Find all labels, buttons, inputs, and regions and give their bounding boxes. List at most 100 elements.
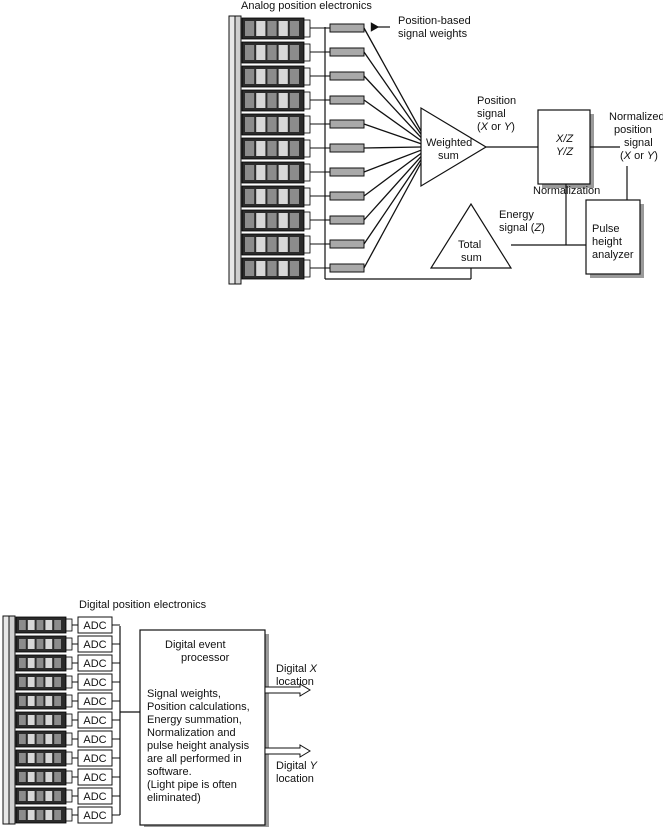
processor-title-1: Digital event bbox=[165, 639, 226, 651]
pha-label-3: analyzer bbox=[592, 249, 634, 261]
weight-resistor bbox=[329, 143, 365, 153]
photomultiplier-tube-icon bbox=[241, 209, 311, 232]
processor-text-line: pulse height analysis bbox=[147, 740, 250, 752]
fan-in-line bbox=[363, 51, 422, 135]
photomultiplier-tube-icon bbox=[241, 257, 311, 280]
total-sum-label-2: sum bbox=[461, 252, 482, 264]
photomultiplier-tube-icon bbox=[15, 673, 73, 691]
processor-text-line: Position calculations, bbox=[147, 701, 250, 713]
weight-resistor bbox=[329, 191, 365, 201]
analog-section: Analog position electronics Position-bas… bbox=[228, 0, 663, 285]
ratio-box bbox=[537, 109, 591, 185]
adc-label: ADC bbox=[83, 734, 106, 746]
photomultiplier-tube-icon bbox=[241, 89, 311, 112]
pulse-height-analyzer-box bbox=[585, 199, 641, 275]
signal-weight-resistors bbox=[310, 23, 365, 273]
analog-title: Analog position electronics bbox=[241, 0, 372, 12]
fan-in-line bbox=[363, 75, 422, 138]
processor-text-line: eliminated) bbox=[147, 792, 201, 804]
photomultiplier-tube-icon bbox=[241, 65, 311, 88]
weighted-sum-amplifier bbox=[420, 106, 488, 188]
digital-y-label-2: location bbox=[276, 773, 314, 785]
adc-label: ADC bbox=[83, 696, 106, 708]
weighted-sum-label-2: sum bbox=[438, 150, 459, 162]
ratio-yz: Y/Z bbox=[556, 146, 574, 158]
normalized-label-3: signal bbox=[624, 137, 653, 149]
position-signal-label-1: Position bbox=[477, 95, 516, 107]
photomultiplier-tube-icon bbox=[241, 161, 311, 184]
total-sum-label-1: Total bbox=[458, 239, 481, 251]
digital-y-arrow-icon bbox=[264, 744, 311, 758]
weight-resistor bbox=[329, 239, 365, 249]
analog-crystal bbox=[228, 15, 236, 285]
processor-title-2: processor bbox=[181, 652, 230, 664]
weight-resistor bbox=[329, 215, 365, 225]
adc-label: ADC bbox=[83, 791, 106, 803]
photomultiplier-tube-icon bbox=[241, 185, 311, 208]
weight-resistor bbox=[329, 263, 365, 273]
weight-resistor bbox=[329, 95, 365, 105]
photomultiplier-tube-icon bbox=[15, 749, 73, 767]
processor-text-line: Signal weights, bbox=[147, 688, 221, 700]
weight-resistor bbox=[329, 167, 365, 177]
weights-label-line2: signal weights bbox=[398, 28, 468, 40]
fan-in-line bbox=[363, 146, 422, 149]
digital-x-label-2: location bbox=[276, 676, 314, 688]
adc-label: ADC bbox=[83, 810, 106, 822]
adc-label: ADC bbox=[83, 639, 106, 651]
photomultiplier-tube-icon bbox=[241, 137, 311, 160]
adc-label: ADC bbox=[83, 658, 106, 670]
weights-label-line1: Position-based bbox=[398, 15, 471, 27]
fan-in-line bbox=[363, 156, 422, 221]
photomultiplier-tube-icon bbox=[15, 730, 73, 748]
position-signal-label-2: signal bbox=[477, 108, 506, 120]
digital-x-arrow-icon bbox=[264, 683, 311, 697]
photomultiplier-tube-icon bbox=[241, 113, 311, 136]
digital-pmt-array bbox=[15, 616, 73, 824]
photomultiplier-tube-icon bbox=[15, 711, 73, 729]
digital-title: Digital position electronics bbox=[79, 599, 207, 611]
weight-resistor bbox=[329, 23, 365, 33]
photomultiplier-tube-icon bbox=[15, 768, 73, 786]
digital-light-guide bbox=[8, 615, 16, 825]
processor-text-line: Normalization and bbox=[147, 727, 236, 739]
energy-label-2: signal (Z) bbox=[499, 222, 545, 234]
normalized-label-1: Normalized bbox=[609, 111, 663, 123]
photomultiplier-tube-icon bbox=[241, 233, 311, 256]
photomultiplier-tube-icon bbox=[15, 616, 73, 634]
fan-in-line bbox=[363, 162, 422, 269]
weighted-fan-in-lines bbox=[325, 27, 422, 269]
pha-label-1: Pulse bbox=[592, 223, 620, 235]
fan-in-line bbox=[363, 149, 422, 173]
fan-in-line bbox=[363, 152, 422, 197]
normalized-xy: (X or Y) bbox=[620, 150, 658, 162]
adc-label: ADC bbox=[83, 753, 106, 765]
adc-label: ADC bbox=[83, 715, 106, 727]
processor-text-line: (Light pipe is often bbox=[147, 779, 237, 791]
photomultiplier-tube-icon bbox=[241, 17, 311, 40]
fan-in-line bbox=[363, 123, 422, 145]
position-signal-xy: (X or Y) bbox=[477, 121, 515, 133]
photomultiplier-tube-icon bbox=[15, 654, 73, 672]
digital-y-label-1: Digital Y bbox=[276, 760, 318, 772]
photomultiplier-tube-icon bbox=[15, 787, 73, 805]
analog-light-guide bbox=[234, 15, 242, 285]
fan-in-line bbox=[363, 159, 422, 245]
photomultiplier-tube-icon bbox=[15, 635, 73, 653]
photomultiplier-tube-icon bbox=[15, 806, 73, 824]
weight-resistor bbox=[329, 119, 365, 129]
photomultiplier-tube-icon bbox=[15, 692, 73, 710]
normalized-label-2: position bbox=[614, 124, 652, 136]
pha-label-2: height bbox=[592, 236, 622, 248]
processor-text-line: software. bbox=[147, 766, 192, 778]
weighted-sum-label-1: Weighted bbox=[426, 137, 472, 149]
fan-in-line bbox=[363, 27, 422, 132]
ratio-xz: X/Z bbox=[555, 133, 574, 145]
processor-text-line: Energy summation, bbox=[147, 714, 242, 726]
adc-label: ADC bbox=[83, 772, 106, 784]
digital-event-processor-box bbox=[139, 629, 266, 826]
processor-description: Signal weights,Position calculations,Ene… bbox=[147, 688, 250, 804]
weight-resistor bbox=[329, 47, 365, 57]
digital-crystal bbox=[2, 615, 10, 825]
